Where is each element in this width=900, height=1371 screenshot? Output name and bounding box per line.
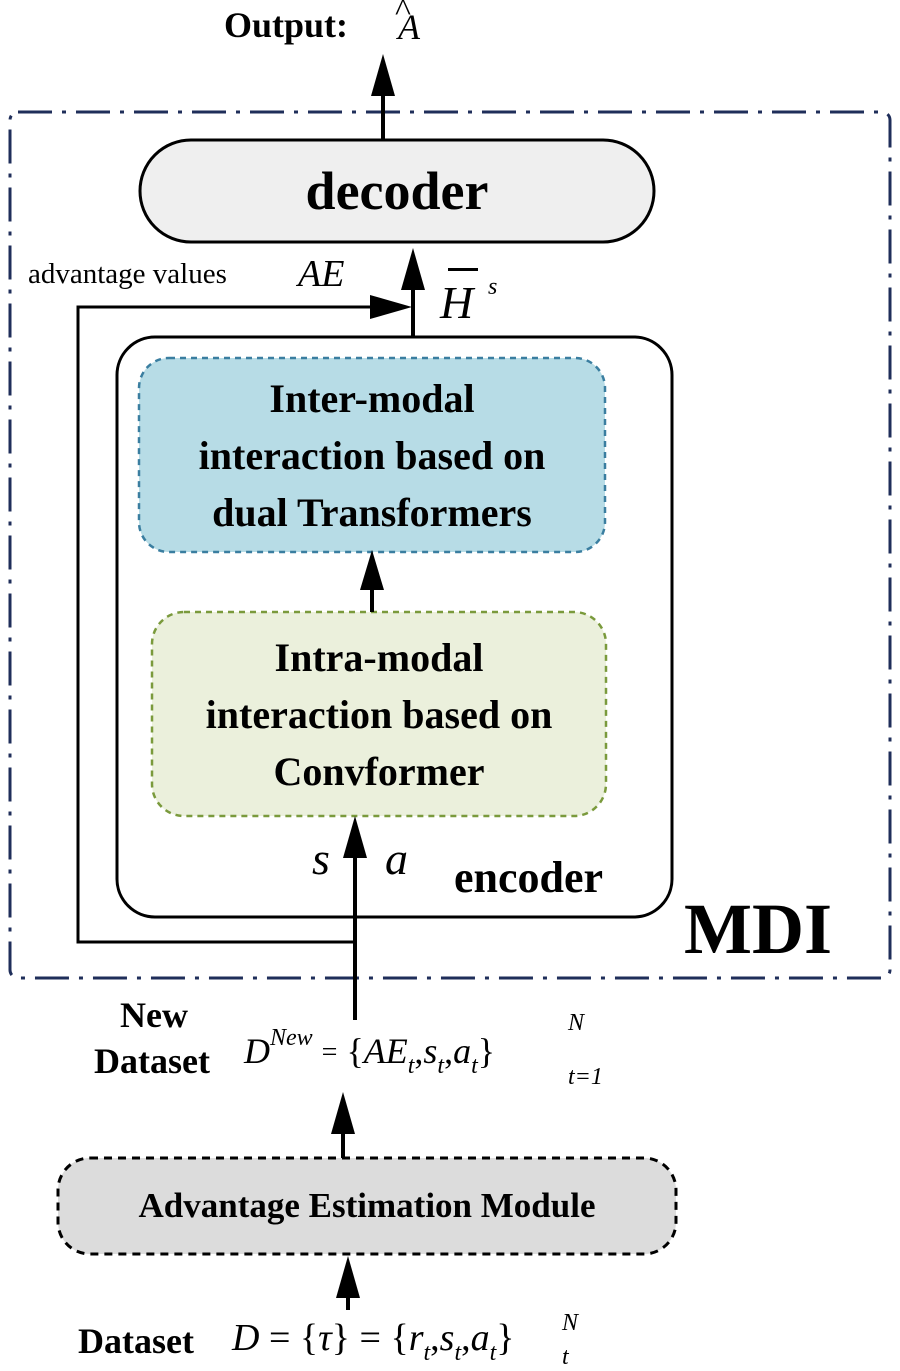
- ds-close2: }: [496, 1317, 515, 1359]
- nd-AE: AE: [363, 1031, 408, 1071]
- nd-sub: t=1: [568, 1064, 603, 1091]
- ds-eq1: =: [268, 1317, 291, 1359]
- nd-open: {: [346, 1031, 364, 1071]
- advantage-feedback-line: [76, 305, 385, 944]
- mdi-label: MDI: [684, 889, 832, 969]
- output-label: Output:: [224, 5, 349, 45]
- ds-eq2: =: [359, 1317, 381, 1359]
- nd-a-sub: t: [471, 1053, 478, 1079]
- nd-D-sup: New: [270, 1025, 313, 1051]
- intra-modal-line-3: Convformer: [273, 748, 485, 794]
- ds-s-sub: t: [454, 1340, 462, 1366]
- intra-modal-label: Intra-modal interaction based on Convfor…: [152, 612, 606, 816]
- inter-modal-line-1: Inter-modal: [269, 375, 475, 421]
- inter-modal-line-3: dual Transformers: [212, 489, 532, 535]
- mdi-boundary: [8, 110, 892, 980]
- nd-s-sub: t: [437, 1053, 445, 1079]
- decoder-label: decoder: [305, 161, 489, 221]
- ds-comma1: ,: [430, 1317, 440, 1359]
- h-bar-overline: [448, 268, 478, 271]
- nd-sub-text: t=1: [568, 1064, 603, 1090]
- ds-sup: N: [562, 1310, 579, 1336]
- arrowhead-advantage: [370, 295, 412, 319]
- ds-r: r: [408, 1317, 424, 1359]
- arrowhead-decoder: [401, 248, 425, 290]
- dataset-formula: D = {τ} = {rt,st,at}: [232, 1316, 515, 1366]
- arrowhead-intra: [343, 816, 367, 858]
- inter-modal-line-2: interaction based on: [198, 432, 546, 478]
- nd-AE-sub: t: [407, 1053, 415, 1079]
- new-dataset-label-line1: New: [120, 995, 188, 1035]
- nd-comma2: ,: [444, 1031, 454, 1071]
- ds-s: s: [439, 1317, 455, 1359]
- h-bar-sup: s: [488, 274, 498, 300]
- nd-D: D: [244, 1031, 270, 1071]
- intra-modal-line-1: Intra-modal: [274, 634, 484, 680]
- h-bar-symbol: H: [440, 277, 474, 328]
- nd-close: }: [477, 1031, 496, 1071]
- encoder-label: encoder: [454, 853, 604, 902]
- advantage-label: advantage values: [28, 258, 227, 290]
- ds-a: a: [470, 1317, 490, 1359]
- output-symbol: A: [398, 7, 420, 47]
- aem-box: [56, 1156, 678, 1256]
- ds-r-sub: t: [423, 1340, 431, 1366]
- nd-a: a: [453, 1031, 472, 1071]
- ds-open2: {: [390, 1317, 409, 1359]
- nd-s: s: [423, 1031, 438, 1071]
- nd-comma1: ,: [414, 1031, 424, 1071]
- ds-tau: τ: [318, 1317, 332, 1359]
- ds-sub: t: [562, 1344, 569, 1370]
- a-input-label: a: [385, 833, 408, 884]
- arrowhead-newdataset: [331, 1092, 355, 1134]
- dataset-label: Dataset: [78, 1321, 194, 1361]
- intra-modal-line-2: interaction based on: [205, 691, 553, 737]
- output-hat: ^: [395, 0, 411, 29]
- arrowhead-output: [371, 54, 395, 96]
- inter-modal-label: Inter-modal interaction based on dual Tr…: [139, 358, 605, 552]
- intra-modal-box: [150, 610, 608, 818]
- new-dataset-label-line2: Dataset: [94, 1041, 210, 1081]
- nd-sup: N: [568, 1010, 585, 1036]
- advantage-symbol: AE: [298, 253, 345, 295]
- decoder-box: [138, 138, 656, 244]
- aem-label: Advantage Estimation Module: [138, 1186, 596, 1225]
- new-dataset-formula: DNew = {AEt,st,at}: [244, 1025, 496, 1090]
- arrowhead-aem: [336, 1256, 360, 1298]
- ds-open1: {: [299, 1317, 319, 1359]
- ds-D: D: [232, 1317, 260, 1359]
- ds-a-sub: t: [489, 1340, 497, 1366]
- ds-close1: }: [331, 1317, 350, 1359]
- ds-comma2: ,: [461, 1317, 471, 1359]
- s-input-label: s: [312, 833, 330, 884]
- arrowhead-inter: [360, 550, 384, 590]
- nd-eq: =: [321, 1037, 338, 1068]
